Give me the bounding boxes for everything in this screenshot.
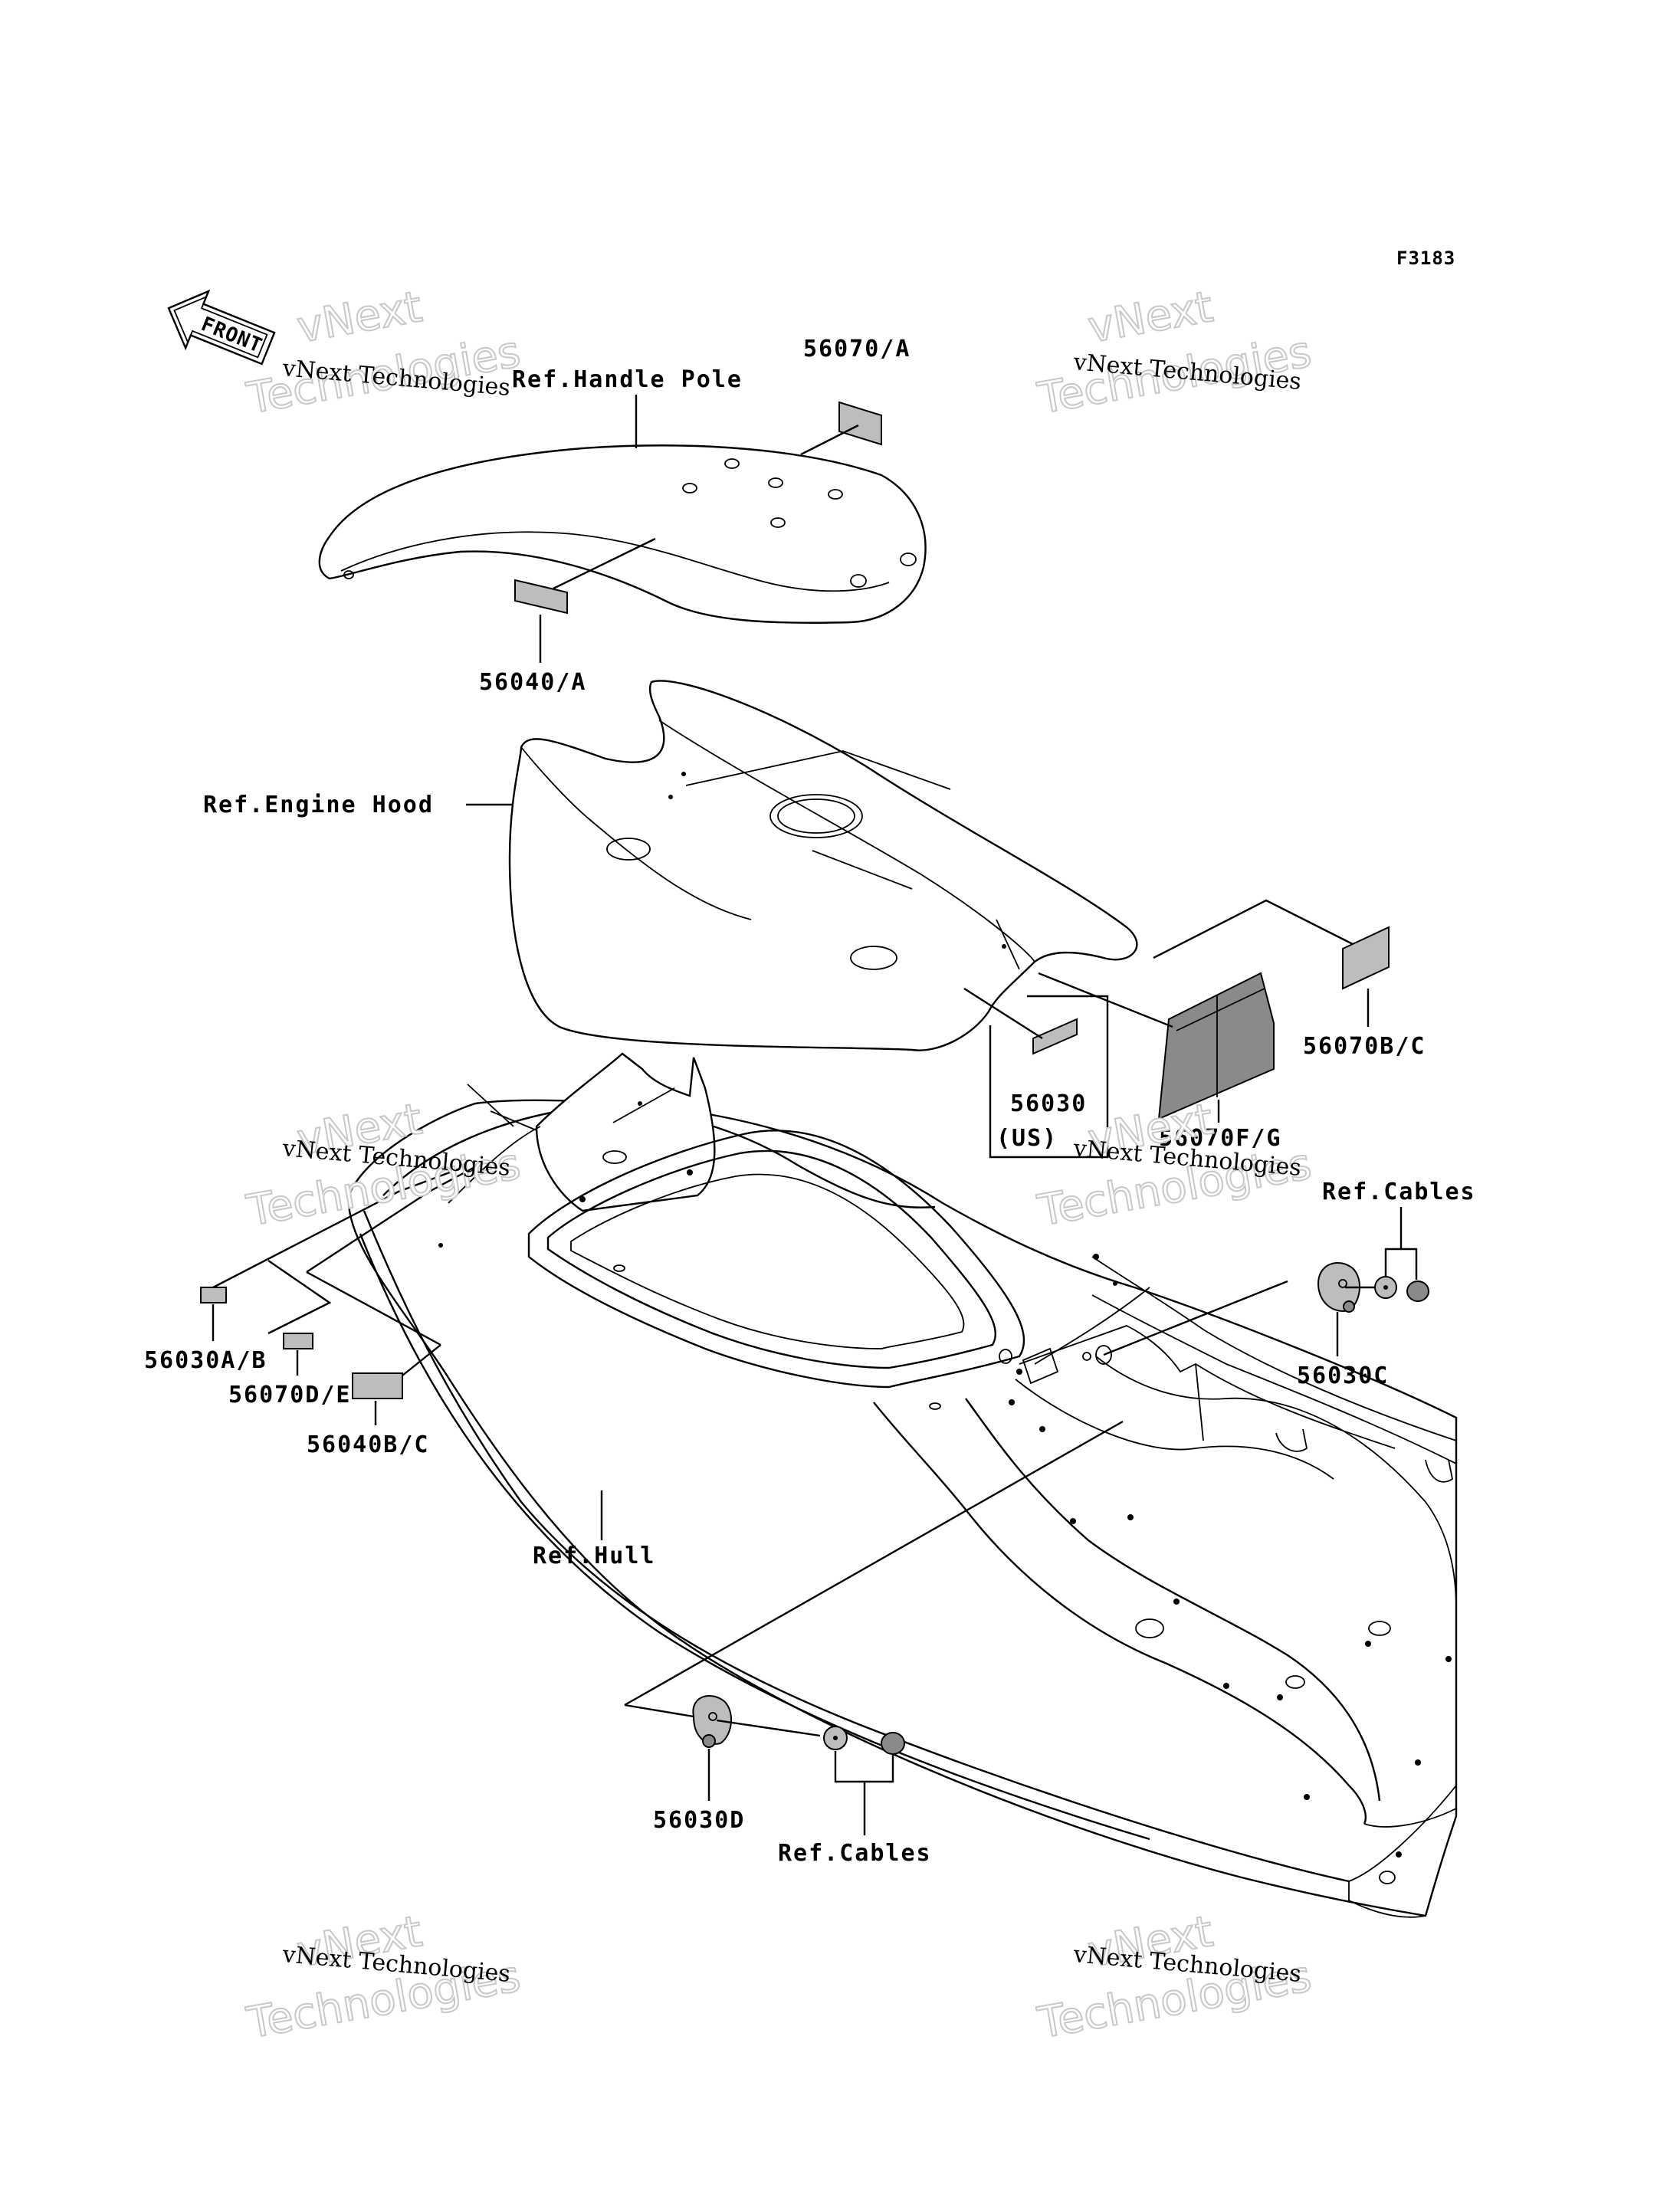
leader-56070de-part2 [306,1163,480,1274]
label-56070a: 56070/A [803,336,911,362]
leader-56070fg-part [1038,972,1173,1028]
label-56070de: 56070D/E [228,1382,352,1408]
label-56030ab: 56030A/B [144,1347,267,1374]
label-ref-engine-hood: Ref.Engine Hood [203,792,434,818]
bracket-ref-cables-right [1384,1248,1418,1280]
label-56030d: 56030D [653,1807,745,1834]
leader-56030d-part [624,1420,1124,1707]
engine-hood [508,680,1138,1051]
label-ref-handle-pole: Ref.Handle Pole [512,366,743,393]
front-arrow-icon: FRONT [167,289,276,366]
label-56040a: 56040/A [479,669,586,696]
label-56070bc: 56070B/C [1303,1033,1426,1060]
leader-56030-part [963,987,1043,1040]
decal-56070a [838,401,882,446]
decal-56030 [1032,1018,1078,1055]
hull [347,1052,1458,1918]
leader-56030d-part2 [624,1703,694,1718]
leader-56030c-part [1103,1280,1288,1356]
leader-56070a [800,424,859,456]
decal-56070de [283,1333,313,1349]
label-56030: 56030 [1010,1090,1087,1117]
label-56030c: 56030C [1297,1362,1389,1389]
svg-text:vNext: vNext [1084,282,1216,353]
grommet-56030c [1317,1261,1361,1313]
leader-56040bc-part [402,1344,441,1376]
decal-56030ab [200,1287,227,1303]
grommet-56030d [692,1694,733,1748]
leader-56030ab-part [212,1167,461,1289]
handle-pole-cover [318,444,927,624]
cable-nut-bottom [881,1732,905,1755]
decal-56070fg [1157,972,1275,1120]
label-ref-hull: Ref.Hull [533,1543,656,1569]
cable-nut-right [1406,1280,1429,1302]
watermark-top-right: vNext Technologies [1033,281,1316,425]
leader-56040a-part [553,537,656,590]
leader-56030d-cable [716,1719,821,1737]
label-ref-cables-bottom: Ref.Cables [778,1840,932,1867]
bracket-56030 [989,995,1109,1159]
svg-text:vNext: vNext [294,282,425,353]
decal-56040a [514,579,568,615]
label-56030-us: (US) [996,1125,1058,1152]
decal-56040bc [352,1372,403,1399]
decal-56070bc [1342,926,1390,990]
figure-id: F3183 [1396,248,1455,269]
leader-56040bc-part2 [306,1271,441,1346]
label-ref-cables-right: Ref.Cables [1322,1179,1476,1205]
watermark-top-left: vNext Technologies [242,281,525,425]
label-56040bc: 56040B/C [307,1431,430,1458]
leader-56070bc-part [1153,899,1354,959]
bracket-ref-cables-bottom [834,1751,894,1783]
label-56070fg: 56070F/G [1159,1125,1282,1152]
leader-56070de-part [267,1260,332,1335]
